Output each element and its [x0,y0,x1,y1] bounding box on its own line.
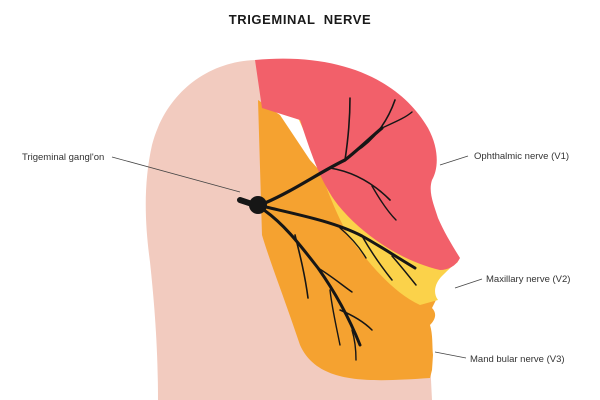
mandibular-twig [317,267,353,293]
ophthalmic-twig [354,99,396,153]
label-maxillary-nerve: Maxillary nerve (V2) [486,274,570,285]
nerve-branches [237,97,417,361]
maxillary-branch [264,205,417,270]
label-ophthalmic-nerve: Ophthalmic nerve (V1) [474,151,569,162]
label-mandibular-nerve: Mand bular nerve (V3) [470,354,565,365]
mandibular-leader-line [434,351,467,359]
ganglion-leader-line [111,156,241,193]
maxillary-leader-line [454,278,483,289]
mandibular-twig [339,309,373,331]
maxillary-twig [361,235,393,281]
diagram-title: TRIGEMINAL NERVE [229,12,372,27]
ophthalmic-region [255,58,460,271]
mandibular-twig [294,234,309,299]
mandibular-twig [351,329,357,361]
mandibular-region [258,100,445,381]
maxillary-twig [339,227,367,259]
trigeminal-ganglion-node [249,196,267,214]
ophthalmic-twig [381,111,413,129]
mandibular-twig [329,289,341,346]
label-trigeminal-ganglion: Trigeminal gangl'on [22,152,104,163]
ophthalmic-twig [371,185,397,221]
ophthalmic-leader-line [439,155,469,166]
ophthalmic-twig [329,167,391,201]
ophthalmic-twig [344,97,351,161]
maxillary-twig [391,255,417,286]
